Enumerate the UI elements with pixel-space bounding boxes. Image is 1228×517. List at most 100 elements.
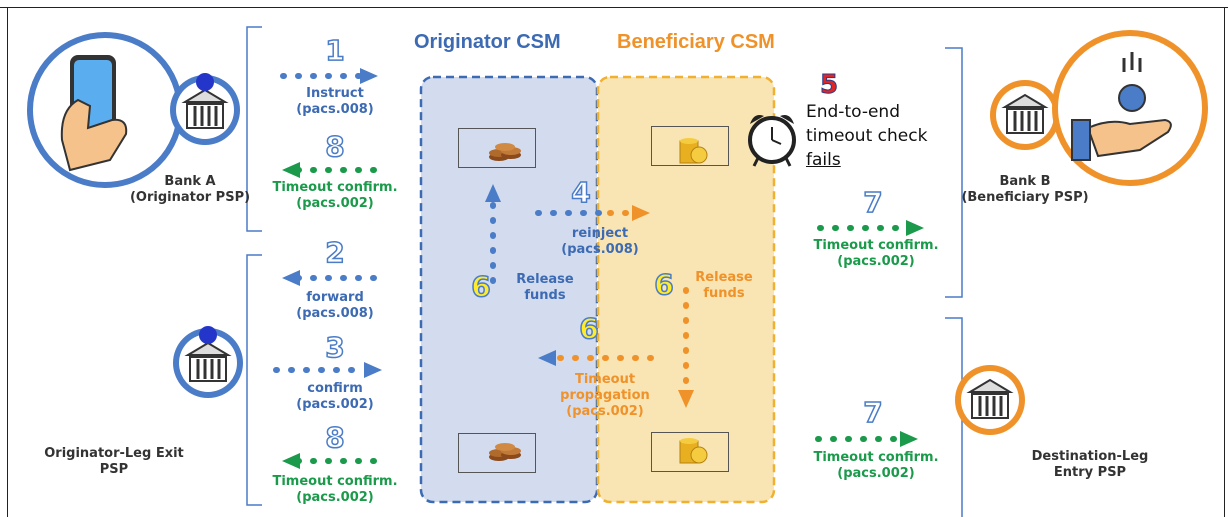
step-3-action: confirm — [307, 381, 363, 396]
step-8b-number: 8 — [325, 420, 346, 455]
step-4-label: reinject (pacs.008) — [545, 226, 655, 258]
bracket-top-left — [246, 26, 262, 232]
beneficiary-funds-box-bottom — [651, 432, 729, 472]
bank-a-label: Bank A (Originator PSP) — [100, 174, 280, 206]
originator-exit-psp-line1: Originator-Leg Exit — [44, 446, 184, 461]
destination-entry-psp-label: Destination-Leg Entry PSP — [1010, 449, 1170, 481]
timeout-check-text: End-to-end timeout check fails — [806, 100, 956, 172]
step-8b-label: Timeout confirm. (pacs.002) — [255, 474, 415, 506]
step-8b-action: Timeout confirm. — [272, 474, 398, 489]
destination-entry-psp-line2: Entry PSP — [1053, 465, 1127, 480]
step-1-action: Instruct — [306, 86, 364, 101]
bracket-bottom-left — [246, 254, 262, 506]
step-6a-line2: funds — [524, 288, 566, 303]
step-4-action: reinject — [571, 226, 629, 241]
coin-stack-icon — [489, 443, 521, 461]
frame-left-line — [7, 7, 8, 517]
step-6b-line2: funds — [703, 286, 745, 301]
bank-building-icon — [173, 326, 243, 398]
step-8a-number: 8 — [325, 129, 346, 164]
arrow-timeout-confirm-exit-psp — [282, 453, 381, 469]
arrow-forward — [282, 270, 387, 286]
originator-funds-box-bottom — [458, 433, 536, 473]
step-7a-number: 7 — [863, 185, 884, 220]
coin-stack-icon — [489, 143, 521, 161]
step-3-message: (pacs.002) — [296, 397, 374, 412]
step-7a-message: (pacs.002) — [837, 254, 915, 269]
frame-right-line — [1224, 7, 1225, 517]
destination-entry-psp-line1: Destination-Leg — [1031, 449, 1149, 464]
step-1-number: 1 — [325, 33, 346, 68]
step-8a-label: Timeout confirm. (pacs.002) — [255, 180, 415, 212]
step-6c-line1: Timeout — [574, 372, 636, 387]
frame-top-line — [0, 7, 1228, 8]
alarm-clock-icon — [748, 115, 796, 167]
step-1-label: Instruct (pacs.008) — [270, 86, 400, 118]
arrow-timeout-propagation — [538, 350, 655, 366]
step-6c-number: 6 — [579, 311, 600, 346]
step-6c-line2: propagation — [560, 388, 650, 403]
originator-csm-zone — [419, 75, 599, 504]
step-5-number: 5 — [819, 70, 839, 101]
step-8a-action: Timeout confirm. — [272, 180, 398, 195]
step-2-number: 2 — [325, 235, 346, 270]
hand-receiving-coin-icon — [1052, 30, 1208, 186]
timeout-check-line2: timeout check — [806, 126, 928, 146]
step-8b-message: (pacs.002) — [296, 490, 374, 505]
originator-exit-psp-line2: PSP — [99, 462, 129, 477]
arrow-timeout-confirm-bank-a — [282, 162, 381, 178]
bank-a-name: Bank A — [164, 174, 216, 189]
step-7a-label: Timeout confirm. (pacs.002) — [796, 238, 956, 270]
bank-a-role: (Originator PSP) — [129, 190, 251, 205]
step-7b-action: Timeout confirm. — [813, 450, 939, 465]
timeout-check-line3: fails — [806, 150, 841, 170]
step-6c-line3: (pacs.002) — [566, 404, 644, 419]
step-2-label: forward (pacs.008) — [270, 290, 400, 322]
bracket-top-right — [945, 47, 963, 298]
coin-stack-icon — [679, 438, 708, 464]
arrow-timeout-confirm-dest-psp — [815, 431, 918, 447]
step-4-number: 4 — [571, 175, 592, 210]
originator-csm-title: Originator CSM — [414, 31, 561, 53]
step-3-number: 3 — [325, 330, 346, 365]
originator-exit-psp-label: Originator-Leg Exit PSP — [24, 446, 204, 478]
bank-b-role: (Beneficiary PSP) — [961, 190, 1089, 205]
step-4-message: (pacs.008) — [561, 242, 639, 257]
step-7b-number: 7 — [863, 395, 884, 430]
step-6b-label: Release funds — [684, 270, 764, 302]
step-2-message: (pacs.008) — [296, 306, 374, 321]
arrow-timeout-confirm-bank-b — [817, 220, 924, 236]
step-7b-message: (pacs.002) — [837, 466, 915, 481]
beneficiary-csm-title: Beneficiary CSM — [617, 31, 775, 53]
step-6a-line1: Release — [516, 272, 574, 287]
step-2-action: forward — [306, 290, 364, 305]
bank-building-icon — [170, 73, 240, 145]
step-6b-number: 6 — [654, 267, 675, 302]
arrow-reinject — [535, 205, 650, 221]
arrow-release-funds-originator — [485, 184, 501, 298]
step-8a-message: (pacs.002) — [296, 196, 374, 211]
beneficiary-funds-box-top — [651, 126, 729, 166]
step-6c-label: Timeout propagation (pacs.002) — [540, 372, 670, 420]
step-6a-number: 6 — [471, 269, 492, 304]
step-1-message: (pacs.008) — [296, 102, 374, 117]
arrow-confirm — [273, 362, 382, 378]
step-7b-label: Timeout confirm. (pacs.002) — [796, 450, 956, 482]
bank-building-icon — [955, 365, 1025, 435]
step-3-label: confirm (pacs.002) — [270, 381, 400, 413]
step-6a-label: Release funds — [505, 272, 585, 304]
bank-building-icon — [990, 80, 1060, 150]
smartphone-hand-icon — [27, 32, 183, 188]
arrow-instruct — [280, 68, 378, 84]
bank-b-label: Bank B (Beneficiary PSP) — [945, 174, 1105, 206]
timeout-check-line1: End-to-end — [806, 102, 900, 122]
arrow-release-funds-beneficiary — [678, 287, 694, 408]
originator-funds-box-top — [458, 128, 536, 168]
step-7a-action: Timeout confirm. — [813, 238, 939, 253]
bank-b-name: Bank B — [999, 174, 1051, 189]
step-6b-line1: Release — [695, 270, 753, 285]
bracket-bottom-right — [945, 317, 963, 517]
coin-stack-icon — [679, 138, 708, 164]
